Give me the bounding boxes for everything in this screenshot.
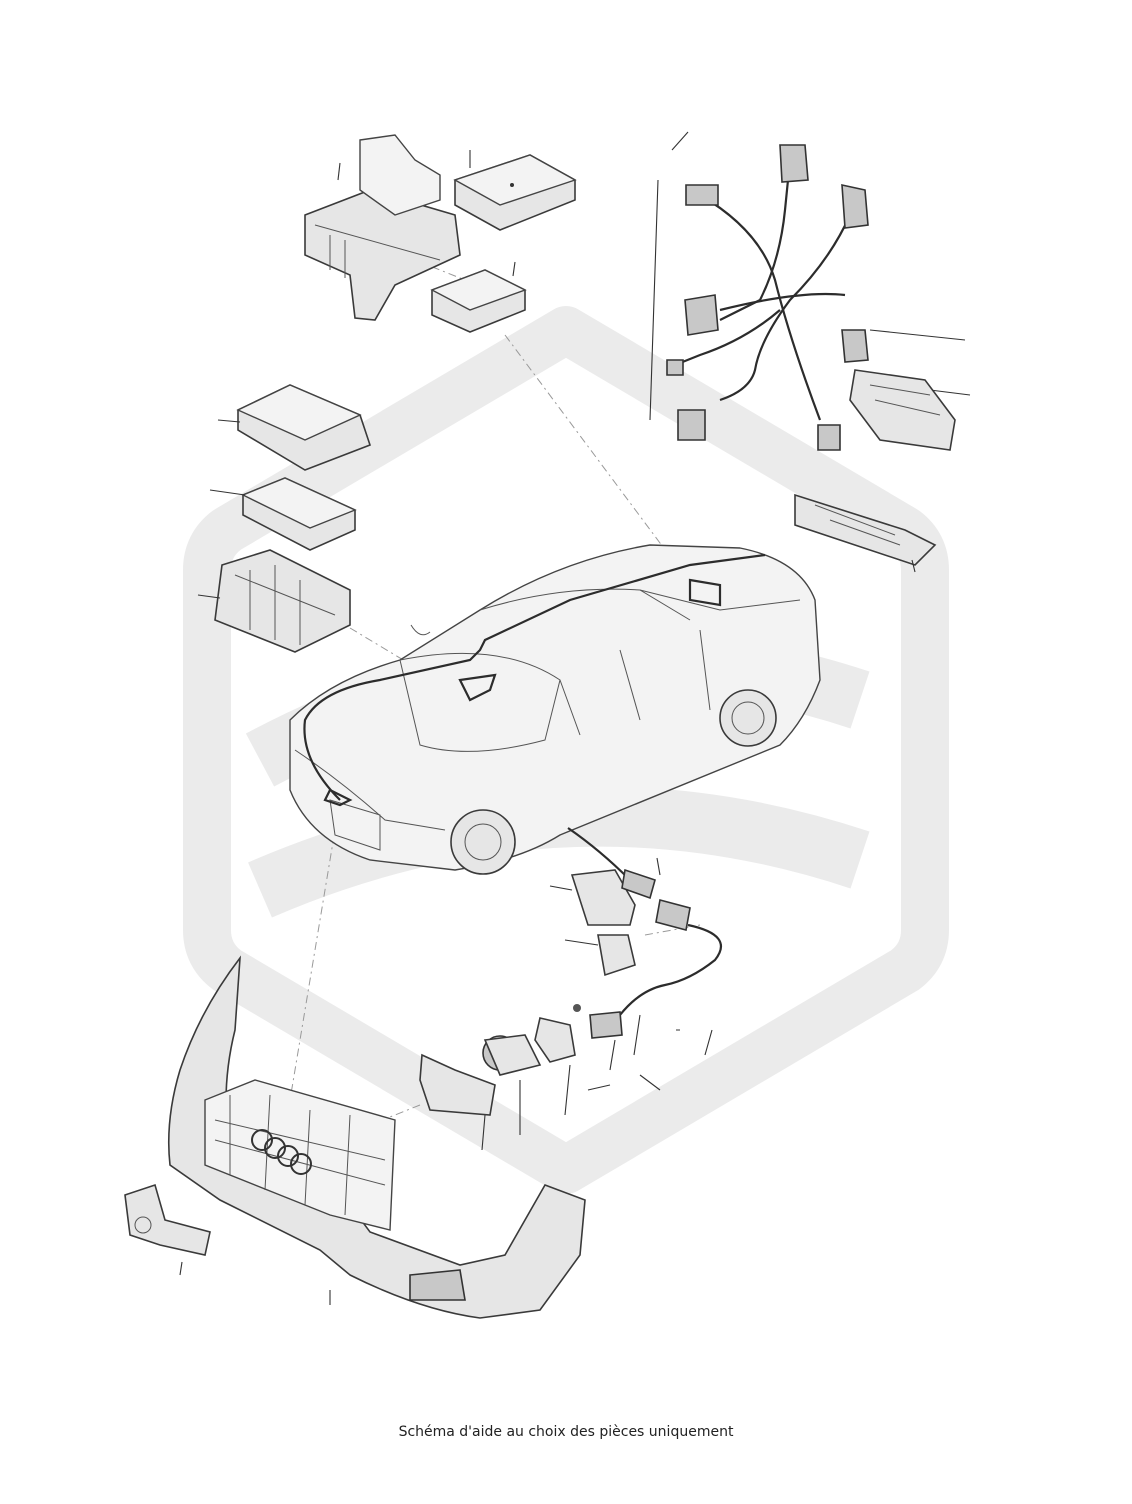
latch-unit (849, 369, 956, 451)
small-module (430, 261, 527, 333)
mounting-tray (197, 549, 351, 653)
fog-light-bracket (124, 1183, 211, 1276)
front-bumper (167, 955, 586, 1319)
sensor-components (419, 827, 722, 1151)
relay-carrier (304, 134, 461, 321)
control-unit-left-1 (217, 384, 372, 471)
brand-rings (251, 1129, 312, 1175)
diagram-caption: Schéma d'aide au choix des pièces unique… (398, 1424, 734, 1440)
control-module-top (453, 150, 577, 231)
control-unit-left-2 (209, 477, 357, 551)
vehicle (289, 544, 821, 875)
bracket-right (794, 493, 937, 573)
wiring-harness (649, 131, 971, 451)
